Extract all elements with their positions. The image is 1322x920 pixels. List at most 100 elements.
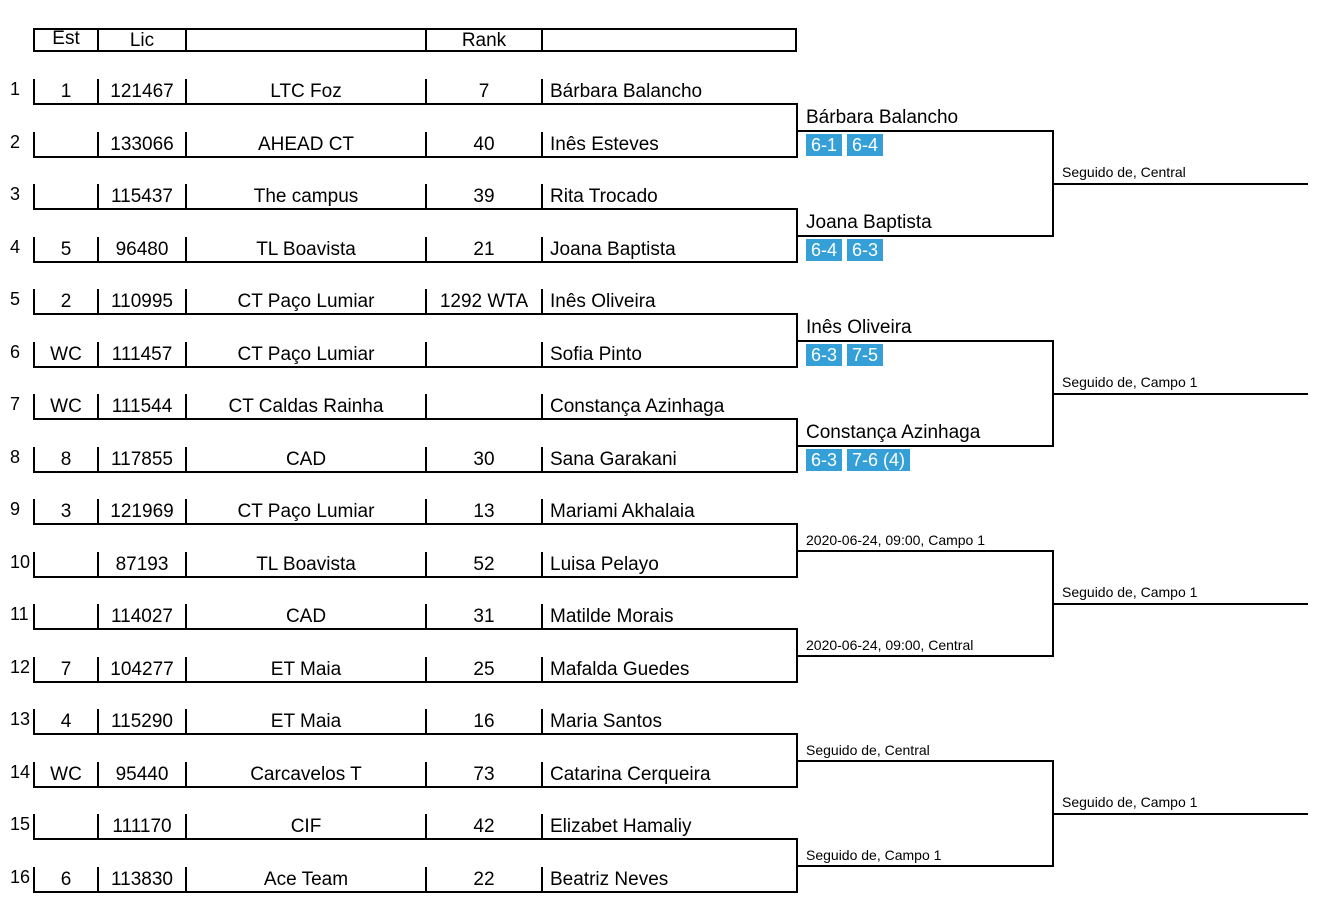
player-name[interactable]: Mariami Akhalaia — [550, 501, 695, 522]
match-schedule: Seguido de, Campo 1 — [1062, 374, 1198, 390]
rank-cell: 30 — [473, 449, 495, 470]
row-line — [33, 156, 797, 158]
cell-divider — [185, 79, 187, 104]
bracket-line — [797, 340, 1054, 342]
player-name[interactable]: Inês Esteves — [550, 134, 659, 155]
set-score: 7-6 (4) — [847, 449, 911, 471]
player-name[interactable]: Catarina Cerqueira — [550, 764, 711, 785]
cell-divider — [185, 342, 187, 367]
bracket-line — [797, 235, 1054, 237]
player-name[interactable]: Mafalda Guedes — [550, 659, 690, 680]
row-number: 11 — [10, 604, 29, 624]
license-cell: 113830 — [111, 869, 173, 890]
row-line — [33, 576, 797, 578]
club-cell: CAD — [285, 449, 327, 470]
cell-divider — [425, 79, 427, 104]
cell-divider — [425, 342, 427, 367]
set-score: 6-3 — [847, 239, 884, 261]
club-cell: CT Paço Lumiar — [237, 344, 375, 365]
club-cell: LTC Foz — [270, 81, 342, 102]
set-score: 6-1 — [806, 134, 843, 156]
player-name[interactable]: Matilde Morais — [550, 606, 674, 627]
license-cell: 110995 — [111, 291, 173, 312]
header-rank: Rank — [461, 30, 507, 51]
club-cell: The campus — [253, 186, 359, 207]
license-cell: 133066 — [110, 134, 174, 155]
player-name[interactable]: Sofia Pinto — [550, 344, 642, 365]
cell-divider — [185, 814, 187, 839]
bracket-line — [797, 865, 1054, 867]
club-cell: CT Paço Lumiar — [237, 501, 375, 522]
row-line — [33, 628, 797, 630]
cell-divider — [33, 499, 35, 524]
seed-cell: 4 — [60, 711, 72, 732]
seed-cell: WC — [50, 764, 82, 785]
cell-divider — [425, 447, 427, 472]
player-name[interactable]: Constança Azinhaga — [550, 396, 725, 417]
rank-cell: 40 — [473, 134, 495, 155]
cell-divider — [33, 289, 35, 314]
row-number: 15 — [10, 814, 31, 834]
club-cell: Carcavelos T — [250, 764, 362, 785]
cell-divider — [541, 447, 543, 472]
cell-divider — [541, 657, 543, 682]
set-score: 7-5 — [847, 344, 884, 366]
cell-divider — [541, 709, 543, 734]
player-name[interactable]: Bárbara Balancho — [550, 81, 703, 102]
license-cell: 115290 — [111, 711, 173, 732]
cell-divider — [541, 552, 543, 577]
license-cell: 96480 — [115, 239, 169, 260]
rank-cell: 52 — [473, 554, 495, 575]
match-winner[interactable]: Inês Oliveira — [806, 317, 912, 338]
cell-divider — [97, 394, 99, 419]
match-schedule: Seguido de, Central — [1062, 164, 1186, 180]
player-name[interactable]: Joana Baptista — [550, 239, 676, 260]
player-name[interactable]: Elizabet Hamaliy — [550, 816, 692, 837]
cell-divider — [97, 814, 99, 839]
cell-divider — [541, 79, 543, 104]
rank-cell: 22 — [473, 869, 495, 890]
row-number: 10 — [10, 552, 31, 572]
player-name[interactable]: Sana Garakani — [550, 449, 677, 470]
row-line — [33, 523, 797, 525]
row-number: 6 — [10, 342, 21, 362]
cell-divider — [185, 132, 187, 157]
row-number: 3 — [10, 184, 21, 204]
header-est: Est — [52, 28, 80, 49]
license-cell: 95440 — [115, 764, 169, 785]
license-cell: 115437 — [111, 186, 173, 207]
cell-divider — [185, 762, 187, 787]
row-line — [33, 838, 797, 840]
cell-divider — [97, 604, 99, 629]
license-cell: 121969 — [110, 501, 174, 522]
cell-divider — [33, 814, 35, 839]
cell-divider — [541, 184, 543, 209]
player-name[interactable]: Maria Santos — [550, 711, 662, 732]
cell-divider — [541, 237, 543, 262]
match-winner[interactable]: Constança Azinhaga — [806, 422, 981, 443]
cell-divider — [185, 184, 187, 209]
cell-divider — [33, 657, 35, 682]
player-name[interactable]: Inês Oliveira — [550, 291, 656, 312]
row-line — [33, 471, 797, 473]
player-name[interactable]: Rita Trocado — [550, 186, 658, 207]
bracket-line — [797, 550, 1054, 552]
license-cell: 114027 — [111, 606, 173, 627]
license-cell: 117855 — [111, 449, 173, 470]
match-winner[interactable]: Bárbara Balancho — [806, 107, 959, 128]
player-name[interactable]: Beatriz Neves — [550, 869, 669, 890]
cell-divider — [185, 237, 187, 262]
row-line — [33, 891, 797, 893]
cell-divider — [185, 499, 187, 524]
cell-divider — [185, 394, 187, 419]
cell-divider — [33, 184, 35, 209]
player-name[interactable]: Luisa Pelayo — [550, 554, 659, 575]
cell-divider — [97, 499, 99, 524]
cell-divider — [541, 342, 543, 367]
match-winner[interactable]: Joana Baptista — [806, 212, 932, 233]
cell-divider — [185, 867, 187, 892]
cell-divider — [97, 342, 99, 367]
set-score: 6-3 — [806, 449, 843, 471]
cell-divider — [185, 657, 187, 682]
seed-cell: 7 — [60, 659, 72, 680]
